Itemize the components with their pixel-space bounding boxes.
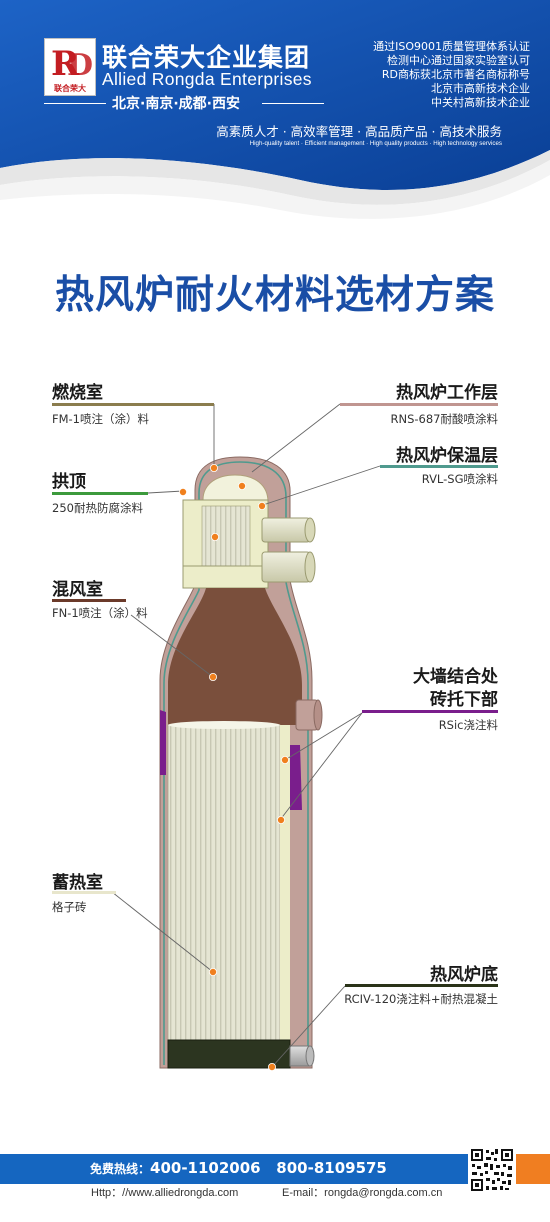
insulation-layer-line [163, 461, 309, 1065]
label-bottom-title: 热风炉底 [430, 965, 498, 985]
slogan-en: High-quality talent · Efficient manageme… [249, 140, 502, 147]
hotline-numbers: 400-1102006 800-8109575 [150, 1159, 387, 1177]
certifications: 通过ISO9001质量管理体系认证 检测中心通过国家实验室认可 RD商标获北京市… [373, 40, 530, 110]
label-combustion-chamber-material: FM-1喷注（涂）料 [52, 412, 150, 426]
qr-code-icon [470, 1148, 514, 1192]
label-wall-joint-bar [362, 710, 498, 713]
stove-bottom [167, 1039, 291, 1069]
label-insulation-layer-material: RVL-SG喷涂料 [421, 472, 498, 486]
header-banner [0, 0, 550, 230]
qr-code [468, 1146, 516, 1194]
label-working-layer-title: 热风炉工作层 [396, 383, 498, 403]
mixing-chamber [168, 588, 302, 725]
label-mixing-chamber-material: FN-1喷注（涂）料 [52, 606, 148, 620]
marker-dots [178, 463, 289, 1072]
label-working-layer-bar [340, 403, 498, 406]
label-regenerator-title: 蓄热室 [52, 873, 103, 893]
label-dome-material: 250耐热防腐涂料 [52, 501, 143, 515]
page-title: 热风炉耐火材料选材方案 [54, 273, 495, 318]
wall-joint-band-left [160, 710, 166, 775]
label-wall-joint-title-1: 大墙结合处 [413, 667, 498, 687]
air-pipe-upper-end [304, 517, 316, 543]
hot-air-outlet-end [313, 699, 323, 731]
label-working-layer-material: RNS-687耐酸喷涂料 [390, 412, 499, 426]
cities-divider-right [262, 103, 324, 104]
website-link[interactable]: Http：//www.alliedrongda.com [91, 1187, 239, 1199]
certification-item: RD商标获北京市著名商标称号 [381, 68, 530, 81]
company-name-cn: 联合荣大企业集团 [102, 43, 311, 72]
label-combustion-chamber-title: 燃烧室 [52, 383, 103, 403]
bottom-pipe-end [305, 1045, 315, 1067]
svg-text:R: R [51, 44, 80, 83]
rd-logo-icon: R D [51, 44, 93, 84]
label-insulation-layer-title: 热风炉保温层 [396, 446, 498, 466]
footer-bar [0, 1154, 550, 1184]
company-name-en: Allied Rongda Enterprises [102, 69, 312, 89]
cities: 北京·南京·成都·西安 [112, 96, 240, 112]
label-mixing-chamber-bar [52, 599, 126, 602]
label-wall-joint-material: RSic浇注料 [438, 718, 498, 732]
burner-checker [201, 505, 251, 567]
label-dome-title: 拱顶 [52, 472, 86, 492]
certification-item: 通过ISO9001质量管理体系认证 [373, 40, 530, 53]
logo-text: 联合荣大 [54, 84, 86, 93]
cities-divider-left [44, 103, 106, 104]
email-link[interactable]: E-mail：rongda@rongda.com.cn [282, 1187, 443, 1199]
label-insulation-layer-bar [380, 465, 498, 468]
label-combustion-chamber-bar [52, 403, 214, 406]
company-logo: R D 联合荣大 [44, 38, 96, 96]
label-wall-joint-title-2: 砖托下部 [430, 690, 498, 710]
air-pipe-lower [261, 551, 311, 583]
cities-row: 北京·南京·成都·西安 [44, 93, 324, 113]
slogan-cn: 高素质人才 · 高效率管理 · 高品质产品 · 高技术服务 [216, 124, 502, 139]
hotline-label: 免费热线： [90, 1162, 151, 1176]
label-dome-bar [52, 492, 148, 495]
leader-lines [111, 403, 381, 1068]
certification-item: 北京市高新技术企业 [431, 82, 530, 95]
regenerator-checker-bricks [167, 724, 281, 1041]
certification-item: 中关村高新技术企业 [431, 96, 530, 109]
air-pipe-lower-end [304, 551, 316, 583]
certification-item: 检测中心通过国家实验室认可 [387, 54, 530, 67]
label-bottom-bar [345, 984, 498, 987]
header-background [0, 0, 550, 230]
label-regenerator-material: 格子砖 [52, 900, 87, 914]
regenerator-top [168, 721, 280, 729]
svg-text:D: D [67, 48, 93, 83]
label-regenerator-bar [52, 891, 116, 894]
air-pipe-upper [261, 517, 311, 543]
hotline: 免费热线：400-1102006 800-8109575 [90, 1159, 387, 1177]
label-bottom-material: RCIV-120浇注料+耐热混凝土 [344, 992, 498, 1006]
burner-base [182, 565, 269, 589]
label-mixing-chamber-title: 混风室 [52, 580, 103, 600]
regenerator-wall [280, 725, 290, 1040]
